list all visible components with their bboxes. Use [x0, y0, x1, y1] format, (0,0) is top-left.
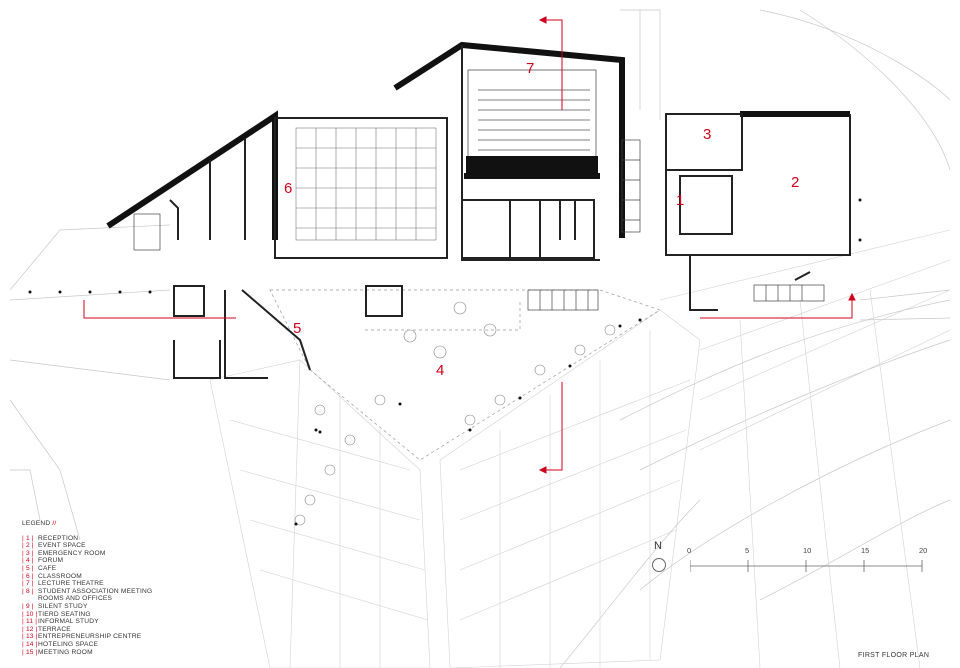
legend-item-number: | 4 |	[22, 557, 34, 565]
scale-label: 20	[919, 546, 928, 555]
room-number-3: 3	[703, 126, 712, 143]
legend-item-label: INFORMAL STUDY	[38, 618, 99, 626]
legend-item-label: SILENT STUDY	[38, 602, 88, 610]
legend-item-label: FORUM	[38, 557, 64, 565]
legend-item-label: HOTELING SPACE	[38, 640, 99, 648]
legend-item-number: | 9 |	[22, 602, 34, 610]
room-number-1: 1	[676, 192, 685, 209]
site-context	[9, 9, 951, 668]
legend-item-number: | 5 |	[22, 564, 34, 572]
legend-item: | 3 | EMERGENCY ROOM	[22, 550, 232, 558]
legend-item: | 12 |TERRACE	[22, 626, 232, 634]
legend-title-text: LEGEND	[22, 520, 51, 527]
lecture-theatre-seating	[466, 69, 598, 176]
legend-item: ROOMS AND OFFICES	[22, 595, 232, 603]
legend-item-label: STUDENT ASSOCIATION MEETING	[38, 587, 153, 595]
legend-item: | 8 | STUDENT ASSOCIATION MEETING	[22, 588, 232, 596]
legend-item: | 2 | EVENT SPACE	[22, 542, 232, 550]
legend-item-number: | 10 |	[22, 610, 38, 618]
legend-item: | 11 |INFORMAL STUDY	[22, 618, 232, 626]
legend-item: | 4 | FORUM	[22, 557, 232, 565]
legend-item: | 1 | RECEPTION	[22, 535, 232, 543]
legend-item-label: EMERGENCY ROOM	[38, 549, 106, 557]
room-number-2: 2	[791, 174, 800, 191]
legend-item-number: | 12 |	[22, 625, 38, 633]
plan-title: FIRST FLOOR PLAN	[858, 652, 930, 659]
legend-item-number: | 15 |	[22, 648, 38, 656]
north-label: N	[654, 540, 662, 552]
legend-item: | 5 | CAFE	[22, 565, 232, 573]
room-number-4: 4	[436, 362, 445, 379]
legend-item-label: CAFE	[38, 564, 57, 572]
legend-item: | 14 |HOTELING SPACE	[22, 641, 232, 649]
legend-item-label: LECTURE THEATRE	[38, 580, 104, 588]
legend-title: LEGEND //	[22, 520, 232, 528]
room-number-6: 6	[284, 180, 293, 197]
legend: LEGEND // | 1 | RECEPTION | 2 | EVENT SPACE…	[22, 520, 232, 656]
legend-item-number: | 13 |	[22, 633, 38, 641]
north-compass-icon	[652, 558, 666, 572]
legend-item-number: | 2 |	[22, 542, 34, 550]
legend-item: | 7 | LECTURE THEATRE	[22, 580, 232, 588]
north-arrow: N	[650, 540, 670, 576]
scale-label: 10	[803, 546, 812, 555]
room-number-7: 7	[526, 60, 535, 77]
scale-bar: 0 5 10 15 20	[687, 546, 930, 574]
legend-item-label: TERRACE	[38, 625, 71, 633]
scale-label: 0	[687, 546, 692, 555]
legend-item-number: | 8 |	[22, 587, 34, 595]
section-lines	[83, 16, 856, 474]
interior-walls	[169, 45, 851, 379]
scale-label: 15	[861, 546, 870, 555]
legend-item-number: | 7 |	[22, 580, 34, 588]
legend-list: | 1 | RECEPTION | 2 | EVENT SPACE | 3 | EMERG…	[22, 535, 232, 657]
stairs	[133, 139, 825, 311]
scale-bar-graphic	[690, 560, 923, 572]
forum-outline	[269, 289, 661, 461]
legend-title-mark: //	[52, 520, 57, 527]
legend-item-number: | 6 |	[22, 572, 34, 580]
legend-item-label: MEETING ROOM	[38, 648, 93, 656]
legend-item: | 9 | SILENT STUDY	[22, 603, 232, 611]
legend-item-label: ROOMS AND OFFICES	[38, 595, 113, 603]
columns	[28, 198, 862, 526]
exterior-walls	[106, 41, 850, 240]
forum-furniture	[294, 301, 616, 526]
scale-label: 5	[745, 546, 750, 555]
legend-item-label: EVENT SPACE	[38, 542, 86, 550]
legend-item-number: | 14 |	[22, 640, 38, 648]
legend-item-number: | 3 |	[22, 549, 34, 557]
legend-item: | 13 |ENTREPRENEURSHIP CENTRE	[22, 633, 232, 641]
legend-item: | 6 | CLASSROOM	[22, 573, 232, 581]
legend-item-number: | 1 |	[22, 534, 34, 542]
legend-item-label: CLASSROOM	[38, 572, 82, 580]
legend-item: | 10 |TIERD SEATING	[22, 611, 232, 619]
legend-item-number: | 11 |	[22, 618, 38, 626]
legend-item: | 15 |MEETING ROOM	[22, 649, 232, 657]
legend-item-label: ENTREPRENEURSHIP CENTRE	[38, 633, 142, 641]
legend-item-label: RECEPTION	[38, 534, 79, 542]
room-number-5: 5	[293, 320, 302, 337]
classroom-desks	[295, 127, 437, 241]
terrace-grid	[209, 229, 951, 668]
legend-item-number	[22, 595, 38, 603]
legend-item-label: TIERD SEATING	[38, 610, 91, 618]
